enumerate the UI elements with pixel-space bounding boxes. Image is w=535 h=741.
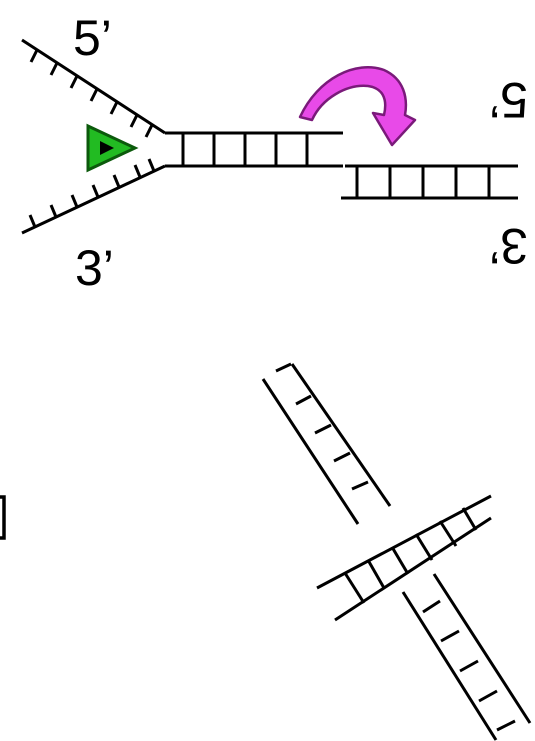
left-duplex — [165, 133, 343, 166]
ladder-upper-left — [263, 364, 390, 524]
label-5prime-right-flipped: 5’ — [489, 72, 528, 128]
crossed-ladders — [263, 364, 530, 740]
triangle-icon — [88, 126, 135, 170]
right-duplex — [341, 166, 518, 198]
label-5prime-left: 5’ — [73, 10, 112, 66]
label-3prime-left: 3’ — [75, 240, 114, 296]
label-3prime-right-flipped: 3’ — [489, 218, 528, 274]
fork-lower-strand — [22, 166, 165, 233]
ladder-lower-right — [403, 574, 530, 740]
partial-glyph — [0, 497, 4, 538]
ladder-center — [317, 496, 491, 620]
